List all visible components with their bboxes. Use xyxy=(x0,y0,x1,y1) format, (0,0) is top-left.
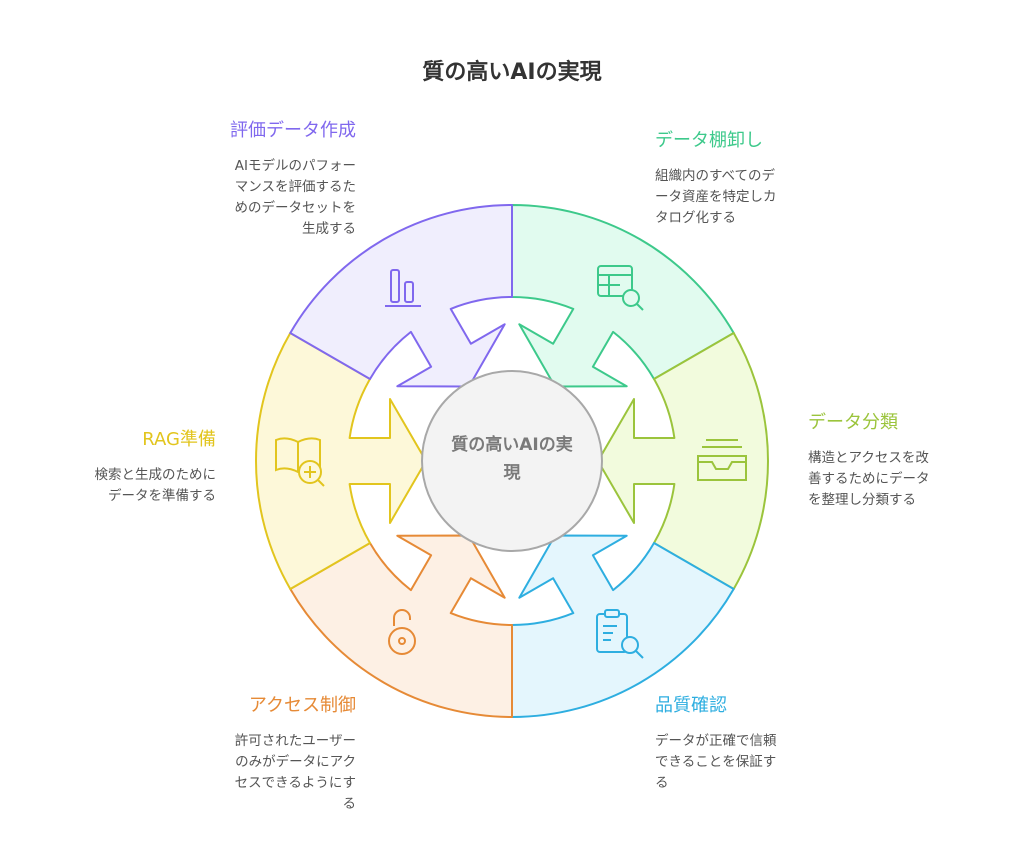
desc-line: 許可されたユーザー xyxy=(234,733,356,749)
center-label: 質の高いAIの実 現 xyxy=(422,431,602,487)
bar-chart-icon xyxy=(385,269,421,307)
label-access: アクセス制御 許可されたユーザー のみがデータにアク セスできるようにす る xyxy=(96,691,356,815)
desc-line: AIモデルのパフォー xyxy=(234,158,356,174)
segment-heading: RAG準備 xyxy=(142,429,216,450)
desc-line: データを準備する xyxy=(108,488,216,504)
center-label-line: 質の高いAIの実 xyxy=(451,435,573,455)
segment-heading: データ分類 xyxy=(808,412,898,433)
segment-heading: 品質確認 xyxy=(655,695,727,716)
desc-line: る xyxy=(342,796,357,812)
sector-rag xyxy=(255,332,427,590)
inbox-tray-icon xyxy=(697,439,747,481)
segment-heading: データ棚卸し xyxy=(655,130,763,151)
label-rag: RAG準備 検索と生成のために データを準備する xyxy=(0,425,217,507)
desc-line: セスできるようにす xyxy=(234,775,356,791)
segment-description: 検索と生成のために データを準備する xyxy=(0,465,217,507)
desc-line: を整理し分類する xyxy=(808,492,916,508)
label-inventory: データ棚卸し 組織内のすべてのデ ータ資産を特定しカ タログ化する xyxy=(655,126,915,229)
segment-description: AIモデルのパフォー マンスを評価するた めのデータセットを 生成する xyxy=(96,156,357,240)
desc-line: 組織内のすべてのデ xyxy=(655,168,776,184)
segment-heading: 評価データ作成 xyxy=(230,120,356,141)
segment-description: 許可されたユーザー のみがデータにアク セスできるようにす る xyxy=(96,731,356,815)
desc-line: る xyxy=(655,775,669,791)
desc-line: めのデータセットを xyxy=(234,200,357,216)
label-quality: 品質確認 データが正確で信頼 できることを保証す る xyxy=(655,691,915,794)
clipboard-search-icon xyxy=(596,609,644,659)
desc-line: のみがデータにアク xyxy=(235,754,356,770)
book-plus-search-icon xyxy=(275,437,325,487)
segment-description: データが正確で信頼 できることを保証す る xyxy=(655,731,915,794)
diagram-title: 質の高いAIの実現 xyxy=(422,60,602,85)
desc-line: ータ資産を特定しカ xyxy=(655,189,777,205)
sector-evaluation xyxy=(289,204,513,388)
desc-line: 検索と生成のために xyxy=(94,467,217,483)
desc-line: マンスを評価するた xyxy=(234,179,356,195)
desc-line: できることを保証す xyxy=(655,754,777,770)
center-label-line: 現 xyxy=(503,463,521,483)
desc-line: 善するためにデータ xyxy=(808,471,930,487)
segment-heading: アクセス制御 xyxy=(248,695,356,716)
padlock-icon xyxy=(388,609,416,655)
label-classification: データ分類 構造とアクセスを改 善するためにデータ を整理し分類する xyxy=(808,408,1024,511)
center-circle xyxy=(421,370,603,552)
segment-description: 組織内のすべてのデ ータ資産を特定しカ タログ化する xyxy=(655,166,915,229)
table-search-icon xyxy=(597,265,644,311)
desc-line: 生成する xyxy=(302,221,356,237)
segment-description: 構造とアクセスを改 善するためにデータ を整理し分類する xyxy=(808,448,1024,511)
desc-line: データが正確で信頼 xyxy=(655,733,777,749)
desc-line: タログ化する xyxy=(655,210,736,226)
label-evaluation: 評価データ作成 AIモデルのパフォー マンスを評価するた めのデータセットを 生… xyxy=(96,116,356,240)
desc-line: 構造とアクセスを改 xyxy=(808,450,929,466)
